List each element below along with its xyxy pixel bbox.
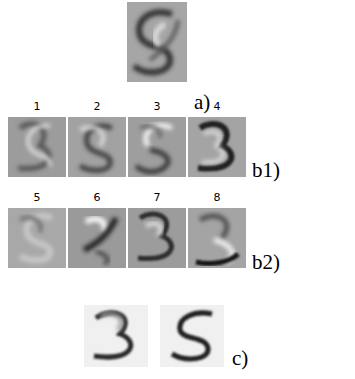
panel-label: b2) [252, 252, 280, 273]
filter-image [68, 117, 126, 177]
callout-number: 2 [68, 101, 126, 112]
callout-number: 1 [8, 101, 66, 112]
callout-number: 7 [128, 192, 186, 203]
filter-image [188, 208, 246, 268]
callout-number: 6 [68, 192, 126, 203]
panel-label: c) [232, 348, 248, 369]
panel-label: b1) [252, 160, 280, 181]
filter-image [8, 208, 66, 268]
callout-number: 4 [188, 101, 246, 112]
filter-image [188, 117, 246, 177]
filter-image [128, 208, 186, 268]
panel-label: a) [194, 92, 210, 113]
filter-image [8, 117, 66, 177]
filter-image [68, 208, 126, 268]
digit-image [84, 305, 148, 367]
digit-image [160, 305, 224, 367]
callout-number: 8 [188, 192, 246, 203]
filter-image [127, 2, 187, 82]
callout-number: 5 [8, 192, 66, 203]
filter-image [128, 117, 186, 177]
callout-number: 3 [128, 101, 186, 112]
